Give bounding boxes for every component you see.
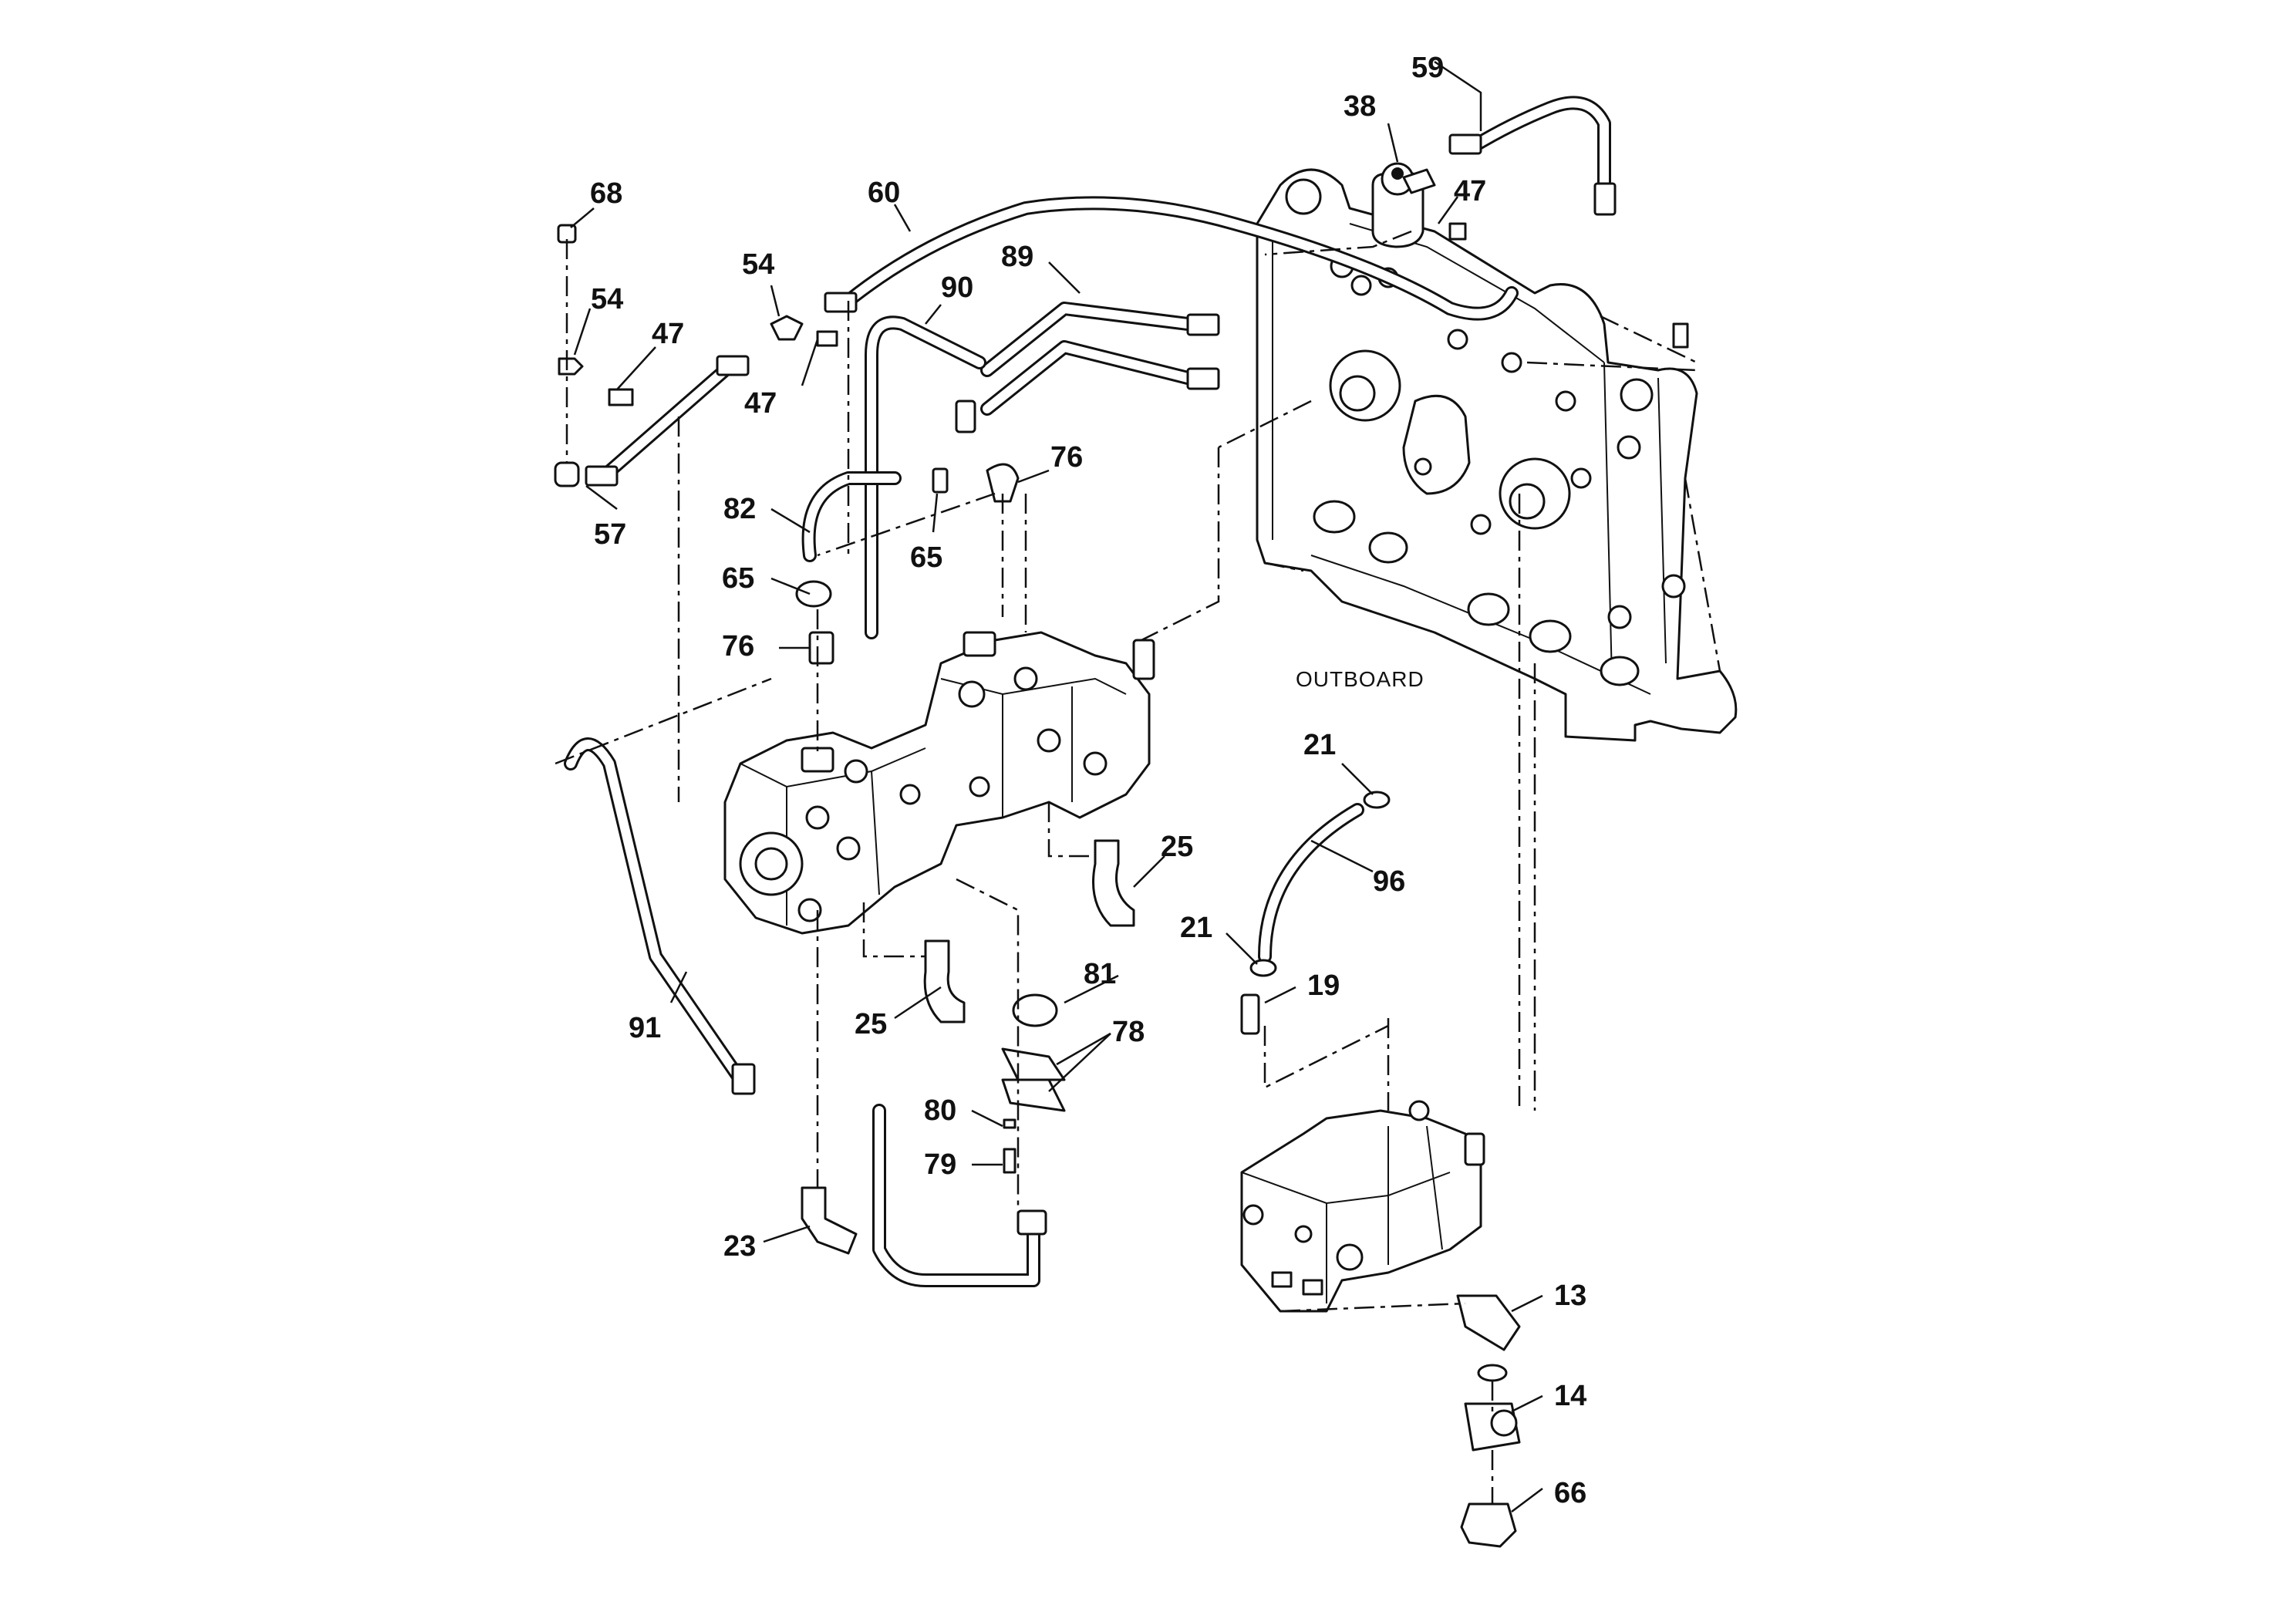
callout-47: 47 — [744, 387, 777, 420]
phantom-lines — [555, 230, 1536, 1504]
callout-25: 25 — [855, 1008, 887, 1040]
tube-90 — [865, 315, 986, 639]
callout-66: 66 — [1554, 1477, 1586, 1509]
callout-38: 38 — [1344, 90, 1376, 123]
callout-13: 13 — [1554, 1280, 1586, 1312]
callout-47: 47 — [1454, 175, 1486, 207]
callout-47: 47 — [652, 318, 684, 350]
callout-65: 65 — [910, 541, 942, 574]
callout-91: 91 — [629, 1012, 661, 1044]
tandem-pump-assembly — [723, 631, 1155, 935]
callout-21: 21 — [1303, 729, 1336, 761]
hose-57 — [585, 355, 750, 487]
callout-78: 78 — [1112, 1016, 1145, 1048]
hose-59 — [1448, 96, 1617, 216]
tube-drain — [872, 1104, 1040, 1287]
callout-76: 76 — [1050, 441, 1083, 474]
callout-79: 79 — [924, 1148, 956, 1181]
callout-80: 80 — [924, 1094, 956, 1127]
callouts: 59 38 47 68 60 54 89 90 54 47 47 76 82 5… — [590, 52, 1586, 1509]
callout-14: 14 — [1554, 1380, 1586, 1412]
callout-96: 96 — [1373, 865, 1405, 898]
callout-90: 90 — [941, 271, 973, 304]
leader-lines — [570, 60, 1543, 1512]
callout-54: 54 — [591, 283, 623, 315]
callout-57: 57 — [594, 518, 626, 551]
callout-23: 23 — [723, 1230, 756, 1263]
callout-54: 54 — [742, 248, 774, 281]
callout-82: 82 — [723, 493, 756, 525]
callout-19: 19 — [1307, 969, 1340, 1002]
callout-68: 68 — [590, 177, 622, 210]
callout-59: 59 — [1411, 52, 1444, 84]
tube-89 — [980, 302, 1220, 416]
hose-82 — [801, 471, 902, 562]
callout-21: 21 — [1180, 912, 1212, 944]
callout-25: 25 — [1161, 831, 1193, 863]
tube-91 — [564, 737, 756, 1095]
hose-96 — [1258, 803, 1364, 963]
fittings — [554, 168, 1521, 1548]
hydraulic-motor — [1240, 1100, 1485, 1313]
callout-76: 76 — [722, 630, 754, 663]
callout-65: 65 — [722, 562, 754, 595]
outboard-label: OUTBOARD — [1296, 667, 1424, 691]
callout-89: 89 — [1001, 241, 1033, 273]
callout-81: 81 — [1084, 958, 1116, 990]
hose-60 — [824, 196, 1519, 321]
callout-60: 60 — [868, 177, 900, 209]
